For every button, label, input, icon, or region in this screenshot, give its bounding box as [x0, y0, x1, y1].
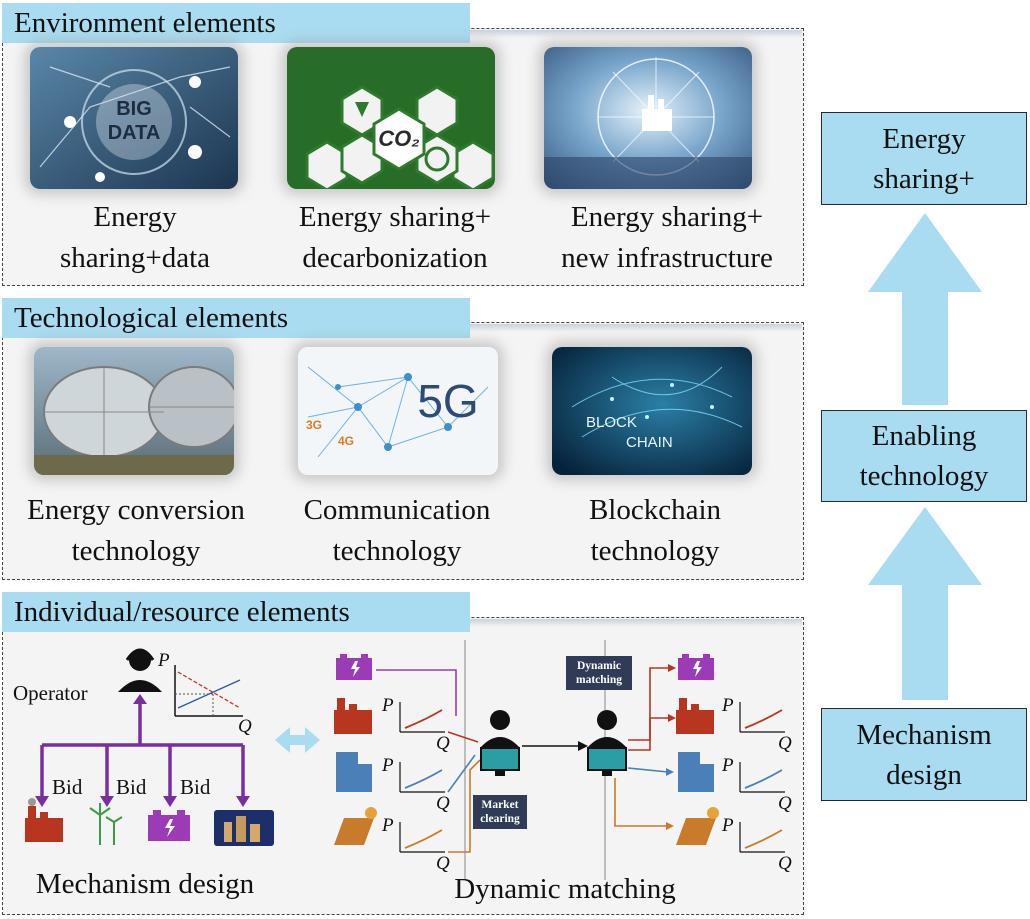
5g-network-image: 5G 3G 4G	[298, 347, 498, 475]
bid-label-2: Bid	[116, 775, 147, 799]
co2-text: CO₂	[378, 126, 419, 151]
arrow-up-lower	[868, 507, 982, 700]
source-solar-icon	[334, 807, 377, 845]
source-axis-q-3: Q	[436, 853, 450, 874]
double-arrow	[275, 727, 320, 753]
output-axis-p-3: P	[722, 815, 734, 836]
data-text: DATA	[108, 122, 161, 144]
output-axis-p-2: P	[722, 755, 734, 776]
output-battery-icon	[678, 654, 714, 680]
wind-turbine-icon	[89, 803, 123, 845]
big-text: BIG	[116, 98, 152, 120]
blockchain-image: BLOCK CHAIN	[552, 347, 752, 475]
market-agent-icon	[480, 710, 520, 776]
block-text: BLOCK	[586, 414, 637, 431]
factory-icon	[25, 798, 63, 842]
source-axis-p-2: P	[382, 755, 394, 776]
env-caption-infrastructure: Energy sharing+new infrastructure	[561, 201, 773, 274]
source-axis-q-1: Q	[436, 733, 450, 754]
operator-label: Operator	[13, 681, 88, 705]
output-curves	[739, 702, 785, 853]
environment-title: Environment elements	[2, 3, 470, 43]
operator-icon	[118, 648, 162, 692]
source-battery-icon	[336, 654, 372, 680]
panel-shade	[470, 324, 802, 332]
city-image-icon	[214, 810, 274, 846]
big-data-image: BIG DATA	[30, 47, 238, 189]
output-axis-p-1: P	[722, 695, 734, 716]
mechanism-design-caption: Mechanism design	[35, 868, 255, 900]
solar-dish-image	[34, 347, 234, 475]
output-factory-icon	[676, 698, 714, 734]
bid-arrows	[35, 694, 250, 807]
bid-label-1: Bid	[52, 775, 83, 799]
output-building-icon	[678, 752, 714, 792]
output-axis-q-3: Q	[778, 853, 792, 874]
source-factory-icon	[334, 698, 372, 734]
individual-title: Individual/resource elements	[2, 592, 470, 632]
bid-label-3: Bid	[180, 775, 211, 799]
source-building-icon	[336, 752, 372, 792]
4g-text: 4G	[338, 434, 354, 448]
source-axis-p-1: P	[382, 695, 394, 716]
output-axis-q-1: Q	[778, 733, 792, 754]
infrastructure-image	[544, 47, 752, 189]
decarbonization-image: CO₂	[287, 47, 495, 189]
output-solar-icon	[676, 807, 719, 845]
chain-text: CHAIN	[626, 434, 673, 451]
axis-q-label: Q	[238, 716, 252, 737]
panel-shade	[470, 619, 802, 627]
env-caption-decarbonization: Energy sharing+decarbonization	[298, 201, 492, 274]
panel-shade	[470, 30, 802, 38]
axis-p-label: P	[158, 650, 170, 671]
source-axis-q-2: Q	[436, 793, 450, 814]
source-axis-p-3: P	[382, 815, 394, 836]
3g-text: 3G	[306, 418, 322, 432]
output-axis-q-2: Q	[778, 793, 792, 814]
matching-agent-icon	[587, 710, 627, 776]
battery-icon	[148, 810, 190, 841]
technological-title: Technological elements	[2, 298, 470, 338]
operator-price-chart	[174, 665, 243, 717]
dynamic-matching-caption: Dynamic matching	[454, 873, 676, 905]
source-curves	[399, 702, 445, 853]
5g-text: 5G	[417, 375, 478, 427]
arrow-up-upper	[868, 213, 982, 405]
